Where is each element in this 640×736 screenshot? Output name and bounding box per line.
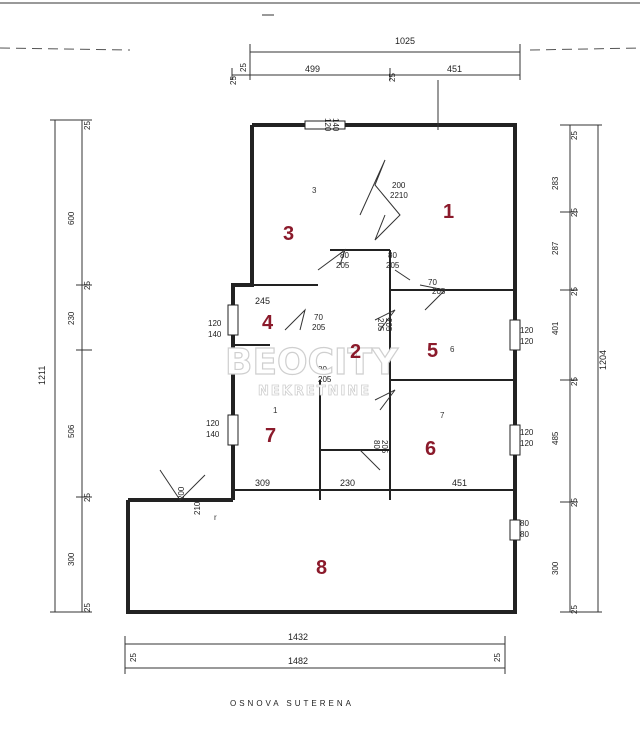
dim-bottom-25b: 25 xyxy=(493,653,502,662)
small-num-r7: 1 xyxy=(273,406,278,415)
dim-door1-a: 200 xyxy=(392,181,406,190)
dim-door3-a: 80 xyxy=(388,251,397,260)
dim-left-600: 600 xyxy=(67,211,76,225)
dim-top-mid: 25 xyxy=(388,73,397,82)
watermark-sub: NEKRETNINE xyxy=(258,384,371,399)
room-label-2: 2 xyxy=(350,341,361,363)
plan-caption: OSNOVA SUTERENA xyxy=(230,699,354,708)
dim-win-right-c: 120 xyxy=(520,428,534,437)
dim-door5-a: 70 xyxy=(314,313,323,322)
dim-door2-b: 205 xyxy=(336,261,350,270)
dim-right-300: 300 xyxy=(551,561,560,575)
dim-left-25b: 25 xyxy=(83,281,92,290)
dim-top-edge-a: 25 xyxy=(229,76,238,85)
dim-right-401: 401 xyxy=(551,321,560,335)
dim-top-right: 451 xyxy=(447,64,462,74)
dim-right-25c: 25 xyxy=(570,287,579,296)
dim-left-total: 1211 xyxy=(37,366,47,385)
watermark-logo: BEOCITY xyxy=(225,342,399,383)
dim-door5-b: 205 xyxy=(312,323,326,332)
dim-win-top2: 140 xyxy=(331,118,340,132)
top-dimensions: 1025 499 451 25 25 25 xyxy=(229,36,521,85)
dim-win-left-d: 140 xyxy=(206,430,220,439)
dim-door2-a: 80 xyxy=(340,251,349,260)
dim-door3-b: 205 xyxy=(386,261,400,270)
dim-right-total: 1204 xyxy=(598,350,608,370)
room-label-4: 4 xyxy=(262,312,274,334)
dim-door7-b: 205 xyxy=(318,375,332,384)
dim-stair-a: 205 xyxy=(376,318,385,332)
dim-door4-b: 205 xyxy=(432,287,446,296)
dim-door1-b: 2210 xyxy=(390,191,408,200)
dim-left-25d: 25 xyxy=(83,603,92,612)
room-label-1: 1 xyxy=(443,201,454,223)
dim-top-edge-b: 25 xyxy=(239,63,248,72)
dim-mid-230: 230 xyxy=(340,478,355,488)
dim-door4-a: 70 xyxy=(428,278,437,287)
dim-right-25d: 25 xyxy=(570,377,579,386)
room-label-8: 8 xyxy=(316,557,327,579)
dim-r7-width: 309 xyxy=(255,478,270,488)
dim-r6-width: 451 xyxy=(452,478,467,488)
openings xyxy=(159,120,521,541)
dim-win-top: 120 xyxy=(323,118,332,132)
left-dimensions: 1211 600 25 230 25 506 25 300 25 xyxy=(37,119,92,613)
dim-left-230: 230 xyxy=(67,311,76,325)
dim-win-left-c: 120 xyxy=(206,419,220,428)
dim-win-left-a: 120 xyxy=(208,319,222,328)
dim-door6-a: 80 xyxy=(372,440,381,449)
dim-right-485: 485 xyxy=(551,431,560,445)
dim-left-506: 506 xyxy=(67,424,76,438)
dim-door8-b: 210 xyxy=(193,501,202,515)
bottom-dimensions: 1432 1482 25 25 xyxy=(124,632,506,674)
dim-r4-width: 245 xyxy=(255,296,270,306)
room-label-5: 5 xyxy=(427,340,438,362)
dim-right-25f: 25 xyxy=(570,605,579,614)
dim-door6-b: 205 xyxy=(380,440,389,454)
small-num-r3: 3 xyxy=(312,186,317,195)
interior-dimensions: 120 140 200 2210 80 205 80 205 70 205 70… xyxy=(177,118,534,539)
dim-left-25a: 25 xyxy=(83,121,92,130)
dim-bottom-1482: 1482 xyxy=(288,656,308,666)
dim-right-25a: 25 xyxy=(570,131,579,140)
dim-left-25c: 25 xyxy=(83,493,92,502)
dim-win-r8-b: 80 xyxy=(520,530,529,539)
dim-door7-a: 80 xyxy=(318,365,327,374)
scan-dash-left xyxy=(0,47,131,51)
small-num-r5: 6 xyxy=(450,345,455,354)
room-label-3: 3 xyxy=(283,223,294,245)
dim-left-300: 300 xyxy=(67,552,76,566)
dim-top-left: 499 xyxy=(305,64,320,74)
right-dimensions: 1204 283 287 401 485 300 25 25 25 25 25 … xyxy=(551,124,608,614)
dim-win-right-a: 120 xyxy=(520,326,534,335)
dim-right-287: 287 xyxy=(551,241,560,255)
dim-right-25e: 25 xyxy=(570,498,579,507)
dim-win-right-b: 120 xyxy=(520,337,534,346)
dim-top-total: 1025 xyxy=(395,36,415,46)
dim-bottom-1432: 1432 xyxy=(288,632,308,642)
dim-win-left-b: 140 xyxy=(208,330,222,339)
dim-right-25b: 25 xyxy=(570,208,579,217)
room-label-6: 6 xyxy=(425,438,436,460)
dim-bottom-25a: 25 xyxy=(129,653,138,662)
dim-door8-a: 200 xyxy=(177,486,186,500)
scan-dash-right xyxy=(529,47,640,51)
small-num-r6: 7 xyxy=(440,411,445,420)
room-label-7: 7 xyxy=(265,425,276,447)
dim-win-right-d: 120 xyxy=(520,439,534,448)
dim-stair-b: 205 xyxy=(384,318,393,332)
small-num-door: r xyxy=(214,513,217,522)
dim-win-r8-a: 80 xyxy=(520,519,529,528)
dim-right-283: 283 xyxy=(551,176,560,190)
